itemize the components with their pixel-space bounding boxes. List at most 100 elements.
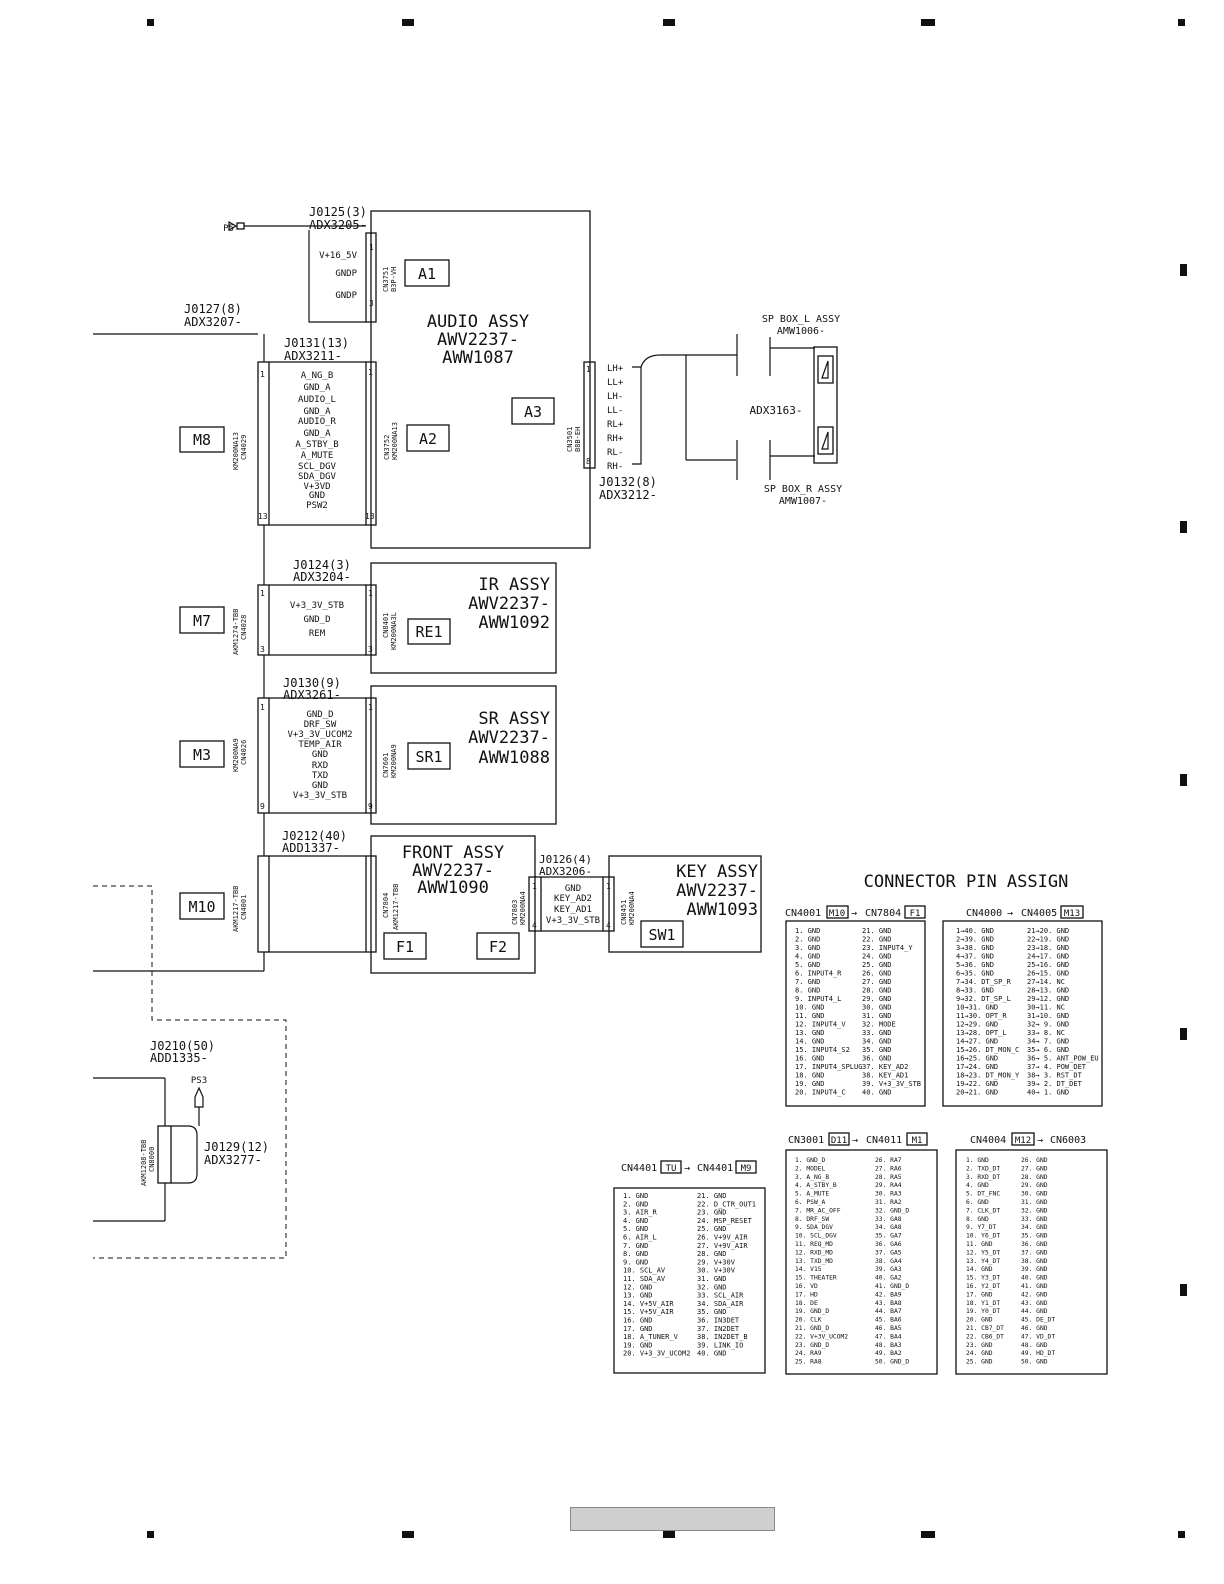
pin-entry: 11. REQ_MD <box>795 1241 833 1248</box>
pin-entry: 29. V+30V <box>697 1258 736 1266</box>
pin-entry: 27→14. NC <box>1027 978 1065 986</box>
t3-to-tag: M9 <box>741 1164 752 1174</box>
sr-assy-part2: AWW1088 <box>478 748 550 768</box>
cn3751-type: B3P-VH <box>390 267 398 292</box>
pin-entry: 40. GND <box>697 1350 727 1358</box>
sr-pin-6: RXD <box>312 761 328 771</box>
pin-entry: 15. V+5V_AIR <box>623 1308 674 1316</box>
pin-entry: 36. IN3DET <box>697 1317 740 1325</box>
pin-entry: 30. GND <box>1021 1191 1048 1198</box>
pin-entry: 44. GND <box>1021 1308 1048 1315</box>
m8-pin-8: A_MUTE <box>301 451 334 461</box>
sp-pin-2: LL+ <box>607 378 624 388</box>
ir-pin-1: V+3_3V_STB <box>290 601 344 611</box>
front-assy-part1: AWV2237- <box>412 861 494 881</box>
pin-entry: 16. VD <box>795 1283 818 1290</box>
pin-entry: 24→17. GND <box>1027 953 1069 961</box>
pin-entry: 13. TXD_MD <box>795 1258 833 1265</box>
pin-entry: 19. GND <box>623 1341 653 1349</box>
pin-entry: 26. GND <box>1021 1157 1048 1164</box>
cn3752-label: CN3752 <box>383 435 391 460</box>
pin-entry: 28. GND <box>1021 1174 1048 1181</box>
t3-from-tag: TU <box>666 1164 677 1174</box>
svg-text:1: 1 <box>532 882 537 891</box>
pin-entry: 10. Y6_DT <box>966 1233 1000 1240</box>
pin-entry: 24. RA9 <box>795 1350 822 1357</box>
pin-entry: 20. INPUT4_C <box>795 1089 846 1097</box>
pin-entry: 26. RA7 <box>875 1157 902 1164</box>
pin-entry: 8. GND <box>966 1216 989 1223</box>
pin-entry: 33. GA8 <box>875 1216 902 1223</box>
a3-label: A3 <box>524 403 542 421</box>
pin-entry: 22. D_CTR_OUT1 <box>697 1200 756 1208</box>
pin-entry: 34. SDA_AIR <box>697 1300 744 1308</box>
pin-entry: 17. INPUT4_SPLUG <box>795 1063 862 1071</box>
pin-entry: 28. GND <box>862 987 892 995</box>
key-pin-4: V+3_3V_STB <box>546 916 600 926</box>
pin-entry: 22. V+3V_UCOM2 <box>795 1333 848 1340</box>
pin-entry: 38→ 3. RST_DT <box>1027 1072 1083 1080</box>
pin-entry: 21→20. GND <box>1027 927 1069 935</box>
adx3212-label: ADX3212- <box>599 488 657 502</box>
svg-text:1: 1 <box>260 370 265 379</box>
ir-assy-part2: AWW1092 <box>478 613 550 633</box>
pin-entry: 37. KEY_AD2 <box>862 1063 908 1071</box>
pin-entry: 27. GND <box>862 978 892 986</box>
pin-entry: 25. GND <box>697 1225 727 1233</box>
pin-entry: 19→22. GND <box>956 1080 998 1088</box>
m8-label: M8 <box>193 431 211 449</box>
pin-entry: 13. GND <box>623 1292 653 1300</box>
pin-entry: 31. GND <box>862 1012 892 1020</box>
cn7601-label: CN7601 <box>382 753 390 778</box>
pin-entry: 7. MR_AC_OFF <box>795 1207 841 1214</box>
pin-entry: 22. CB6_DT <box>966 1333 1004 1340</box>
pin-entry: 50. GND_D <box>875 1359 909 1366</box>
m7-label: M7 <box>193 612 211 630</box>
pin-entry: 24. MSP_RESET <box>697 1217 753 1225</box>
svg-text:13: 13 <box>258 512 268 521</box>
pin-entry: 27. GND <box>1021 1165 1048 1172</box>
j0125-label: J0125(3) <box>309 205 367 219</box>
pin-entry: 19. Y0_DT <box>966 1308 1000 1315</box>
sr1-label: SR1 <box>415 748 442 766</box>
cn8000-label: CN8000 <box>148 1147 156 1172</box>
cn4028-label: CN4028 <box>240 615 248 640</box>
pin-entry: 19. GND <box>795 1080 825 1088</box>
t1-from-tag: M10 <box>829 909 845 919</box>
pin-entry: 33→ 8. NC <box>1027 1029 1065 1037</box>
pin-entry: 26→15. GND <box>1027 970 1069 978</box>
pin-entry: 17. GND <box>623 1325 653 1333</box>
t5-to: CN6003 <box>1050 1135 1086 1146</box>
pin-entry: 14. V+5V_AIR <box>623 1300 674 1308</box>
sp-box-r-part: AMW1007- <box>779 496 827 507</box>
cn7804-type: AKM1217-TBB <box>392 884 400 930</box>
pin-entry: 47. VD_DT <box>1021 1333 1055 1340</box>
pin-entry: 5. GND <box>795 961 820 969</box>
cn8451-label: CN8451 <box>620 900 628 925</box>
j0129-label: J0129(12) <box>204 1140 269 1154</box>
pin-entry: 9. INPUT4_L <box>795 995 841 1003</box>
svg-text:→: → <box>1007 908 1013 919</box>
pin-entry: 5. GND <box>623 1225 648 1233</box>
pin-entry: 3. A_NG_B <box>795 1174 829 1181</box>
pin-entry: 16. Y2_DT <box>966 1283 1000 1290</box>
pin-entry: 17. GND <box>966 1291 993 1298</box>
pin-entry: 29. GND <box>862 995 892 1003</box>
j0131-label: J0131(13) <box>284 336 349 350</box>
t2-to-tag: M13 <box>1064 909 1080 919</box>
m8-pin-12: GND <box>309 491 325 501</box>
j0124-label: J0124(3) <box>293 558 351 572</box>
t4-from-tag: D11 <box>831 1136 847 1146</box>
re1-label: RE1 <box>415 623 442 641</box>
cn4026-type: KM200NA9 <box>232 738 240 772</box>
sr-pin-5: GND <box>312 750 328 760</box>
pin-entry: 13. Y4_DT <box>966 1258 1000 1265</box>
pin-entry: 20. V+3_3V_UCOM2 <box>623 1350 690 1358</box>
pin-entry: 32. GND <box>1021 1207 1048 1214</box>
pin-entry: 8→33. GND <box>956 987 994 995</box>
t4-to-tag: M1 <box>912 1136 923 1146</box>
svg-text:9: 9 <box>260 802 265 811</box>
pin-entry: 36→ 5. ANT_POW_EU <box>1027 1055 1099 1063</box>
svg-text:1: 1 <box>586 365 591 374</box>
pin-entry: 23. INPUT4_Y <box>862 944 913 952</box>
